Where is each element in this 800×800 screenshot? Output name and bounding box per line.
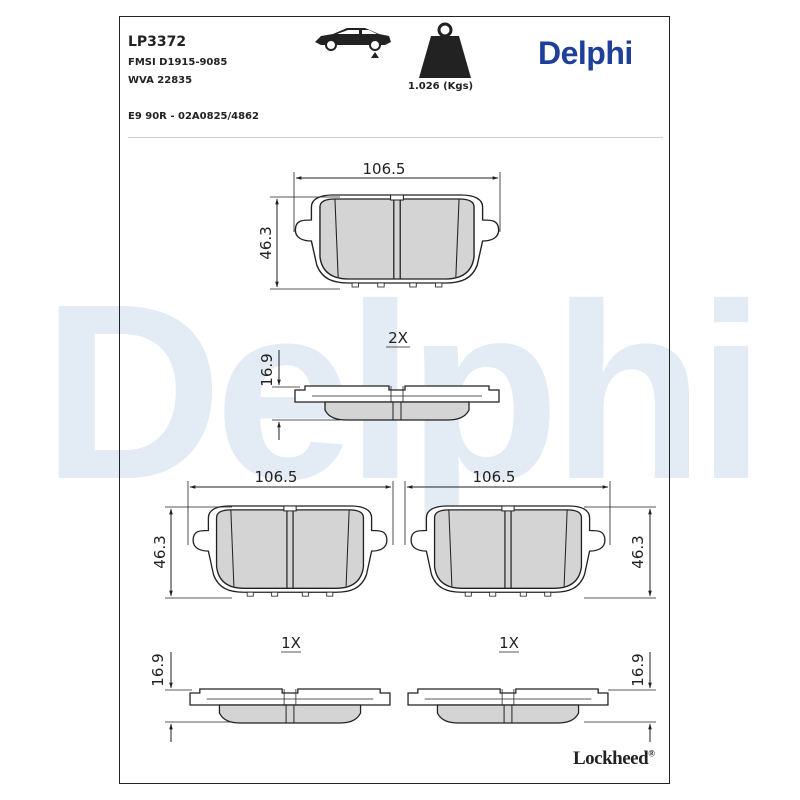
brand-logo: Delphi	[538, 35, 633, 71]
quantity-left: 1X	[281, 634, 301, 653]
quantity-label-right: 1X	[499, 634, 519, 652]
height-label-right: 46.3	[629, 535, 647, 568]
dimension-thickness-right: 16.9	[584, 652, 656, 742]
thickness-label-top: 16.9	[258, 353, 276, 386]
thickness-label-right: 16.9	[629, 653, 647, 686]
footer-brand-name: Lockheed	[573, 748, 649, 769]
pad-face-right	[410, 505, 606, 597]
thickness-label-left: 16.9	[149, 653, 167, 686]
width-label-right: 106.5	[473, 468, 516, 486]
car-axle-icon	[315, 28, 391, 58]
footer-brand: Lockheed®	[573, 748, 655, 770]
width-label-left: 106.5	[255, 468, 298, 486]
registered-mark: ®	[648, 748, 655, 759]
fmsi-code: FMSI D1915-9085	[128, 57, 228, 68]
quantity-right: 1X	[499, 634, 519, 653]
header-divider	[128, 137, 663, 138]
dimension-thickness-top: 16.9	[258, 350, 340, 440]
quantity-top: 2X	[386, 329, 410, 348]
approval-code: E9 90R - 02A0825/4862	[128, 111, 259, 122]
dimension-thickness-left: 16.9	[149, 652, 232, 742]
dimension-width-right: 106.5	[404, 468, 611, 545]
pad-face-top	[294, 194, 500, 288]
dimension-height-top: 46.3	[257, 196, 340, 290]
dimension-height-left: 46.3	[151, 506, 232, 599]
pad-side-right	[407, 688, 609, 724]
width-label-top: 106.5	[363, 160, 406, 178]
wva-code: WVA 22835	[128, 75, 193, 86]
dimension-width-top: 106.5	[293, 160, 501, 232]
height-label-top: 46.3	[257, 226, 275, 259]
drawing-frame	[119, 16, 670, 784]
pad-side-top	[294, 385, 500, 421]
dimension-width-left: 106.5	[187, 468, 394, 545]
height-label-left: 46.3	[151, 535, 169, 568]
part-number: LP3372	[128, 34, 187, 50]
pad-face-left	[192, 505, 388, 597]
quantity-label-left: 1X	[281, 634, 301, 652]
pad-side-left	[189, 688, 391, 724]
quantity-label-top: 2X	[388, 329, 408, 347]
weight-label: 1.026 (Kgs)	[408, 81, 474, 92]
weight-icon	[419, 22, 471, 78]
dimension-height-right: 46.3	[584, 506, 656, 599]
